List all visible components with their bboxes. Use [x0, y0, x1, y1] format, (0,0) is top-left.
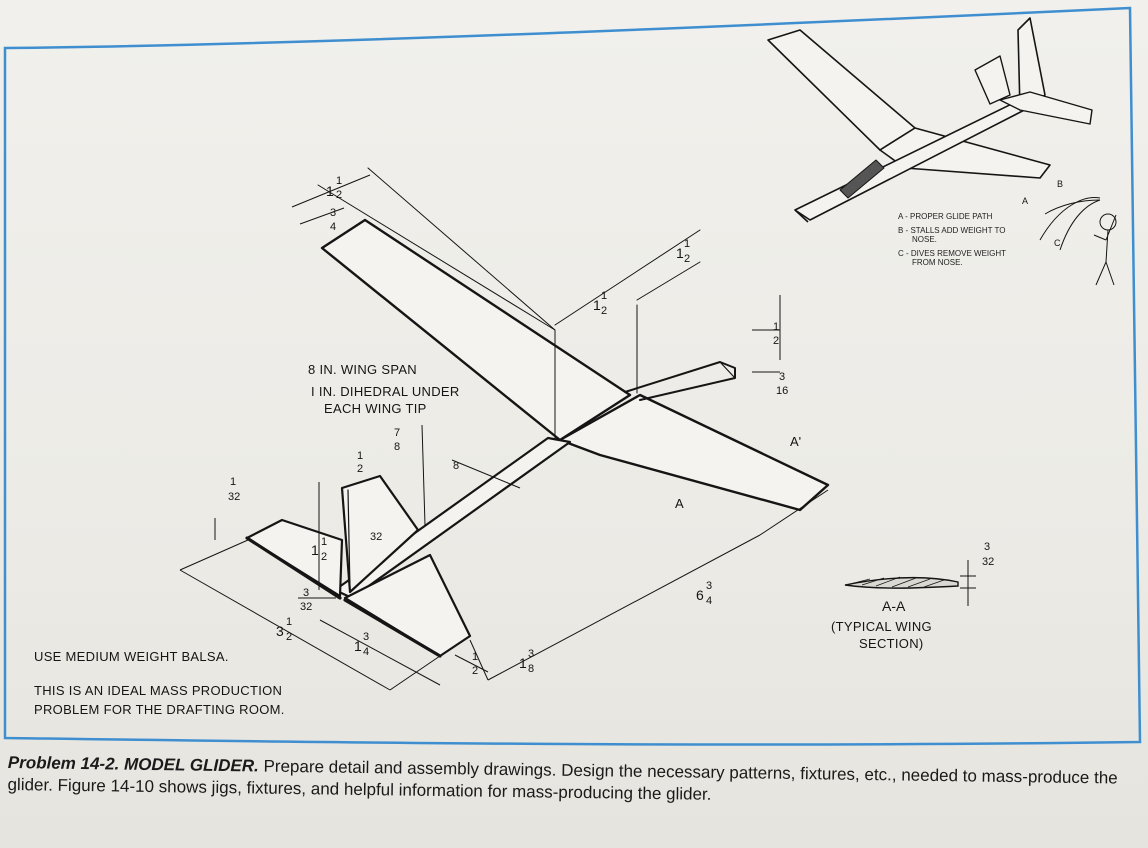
- svg-text:2: 2: [357, 463, 363, 475]
- dim-stab-half: 1: [354, 638, 362, 654]
- svg-text:4: 4: [330, 221, 336, 233]
- svg-text:3: 3: [363, 631, 369, 643]
- dim-wing-tip-chord: 3: [330, 207, 336, 219]
- note-wing-span: 8 IN. WING SPAN: [308, 362, 417, 377]
- note-dihedral-2: EACH WING TIP: [324, 401, 427, 416]
- frame-border: [3, 6, 1142, 746]
- right-wing: [558, 393, 830, 512]
- svg-text:8: 8: [394, 441, 400, 453]
- glide-path-c: C: [1054, 238, 1061, 248]
- left-wing: [320, 218, 632, 442]
- svg-text:4: 4: [706, 595, 712, 607]
- dim-fuselage-length: 6: [696, 587, 704, 603]
- dim-fin-height: 1: [311, 542, 319, 558]
- dim-dihedral-thickness: 3: [779, 371, 785, 383]
- dim-centre-chord-2: 1: [593, 297, 601, 313]
- svg-text:1: 1: [684, 238, 690, 250]
- svg-text:2: 2: [321, 551, 327, 563]
- glide-path-b: B: [1057, 179, 1063, 189]
- dimension-lines: [179, 174, 829, 691]
- svg-text:4: 4: [363, 646, 369, 658]
- glide-legend-b2: NOSE.: [912, 235, 937, 244]
- dim-stab-span: 3: [276, 623, 284, 639]
- svg-text:8: 8: [528, 663, 534, 675]
- vertical-fin: [340, 474, 420, 594]
- svg-text:16: 16: [776, 385, 788, 397]
- svg-text:3: 3: [528, 648, 534, 660]
- svg-text:2: 2: [684, 253, 690, 265]
- caption-lead: Problem 14-2. MODEL GLIDER.: [7, 752, 259, 776]
- dim-fin-top: 7: [394, 427, 400, 439]
- dim-stab-thickness: 1: [230, 476, 236, 488]
- perspective-glider: [767, 17, 1093, 223]
- svg-text:1: 1: [321, 536, 327, 548]
- svg-text:2: 2: [472, 665, 478, 677]
- section-cut-a-prime: A': [790, 434, 801, 449]
- dim-wing-chord-total-frac: 1: [336, 175, 342, 187]
- main-glider: [245, 167, 830, 658]
- svg-text:2: 2: [286, 631, 292, 643]
- svg-text:1: 1: [286, 616, 292, 628]
- svg-text:1: 1: [601, 290, 607, 302]
- section-cut-a: A: [675, 496, 684, 511]
- note-dihedral-1: I IN. DIHEDRAL UNDER: [311, 384, 460, 399]
- svg-text:8: 8: [453, 460, 459, 472]
- dimension-values: 1 1 2 3 4 1 1 2 1 1 2 1 2 3 16 7 8 1 2 8…: [228, 175, 994, 677]
- fuselage: [333, 436, 572, 600]
- dim-section-thickness: 3: [984, 541, 990, 553]
- glide-path-sketch: [1039, 197, 1117, 286]
- dim-wing-chord-total: 1: [326, 183, 334, 199]
- svg-text:32: 32: [370, 531, 382, 543]
- note-ideal-1: THIS IS AN IDEAL MASS PRODUCTION: [34, 683, 283, 698]
- svg-text:2: 2: [336, 189, 342, 201]
- svg-text:32: 32: [228, 491, 240, 503]
- svg-text:2: 2: [773, 335, 779, 347]
- glide-legend-b: B - STALLS ADD WEIGHT TO: [898, 226, 1006, 235]
- note-balsa: USE MEDIUM WEIGHT BALSA.: [34, 649, 229, 664]
- glide-legend-c: C - DIVES REMOVE WEIGHT: [898, 249, 1007, 258]
- dim-dihedral-half: 1: [773, 321, 779, 333]
- svg-text:32: 32: [982, 556, 994, 568]
- svg-text:32: 32: [300, 601, 312, 613]
- note-typical-2: SECTION): [859, 636, 924, 651]
- glide-legend-a: A - PROPER GLIDE PATH: [898, 212, 993, 221]
- dim-fin-chord: 1: [357, 450, 363, 462]
- dim-stab-chord-root: 1: [519, 655, 527, 671]
- dim-tail-offset: 3: [303, 587, 309, 599]
- wing-section-drawing: [844, 560, 976, 606]
- glide-legend-c2: FROM NOSE.: [912, 258, 963, 267]
- section-title: A-A: [882, 598, 906, 614]
- stabilizer-left: [245, 518, 344, 598]
- glide-path-a: A: [1022, 196, 1028, 206]
- svg-text:2: 2: [601, 305, 607, 317]
- svg-text:3: 3: [706, 580, 712, 592]
- note-ideal-2: PROBLEM FOR THE DRAFTING ROOM.: [34, 702, 285, 717]
- dim-stab-chord-tip: 1: [472, 651, 478, 663]
- note-typical-1: (TYPICAL WING: [831, 619, 932, 634]
- dim-centre-chord-1: 1: [676, 245, 684, 261]
